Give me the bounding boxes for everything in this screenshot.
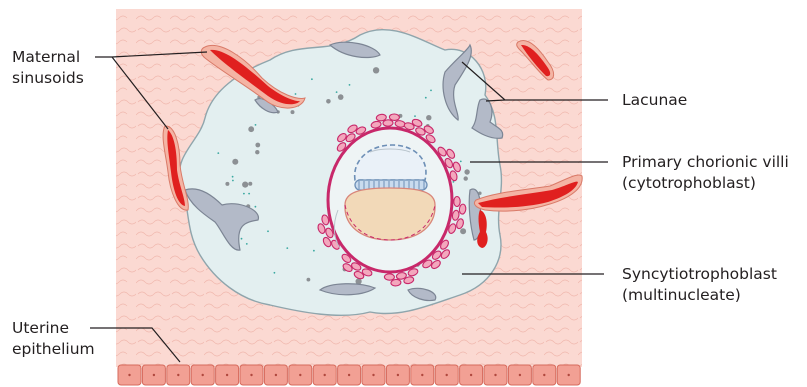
epithelial-nucleus [128,374,130,376]
epithelial-nucleus [519,374,521,376]
syncytio-granule [336,91,338,93]
epithelial-nucleus [543,374,545,376]
syncytio-granule [311,78,313,80]
syncytio-granule [217,152,219,154]
syncytio-granule [349,84,351,86]
label-maternal-sinusoids: Maternal sinusoids [12,48,85,87]
villus-cell [384,274,394,281]
epithelial-nucleus [372,374,374,376]
syncytio-granule [295,93,297,95]
epithelial-nucleus [299,374,301,376]
syncytio-granule [246,243,248,245]
syncytio-granule [286,247,288,249]
uterine-epithelium [118,365,580,385]
syncytio-nucleus [248,126,254,132]
label-syncytio-line2: (multinucleate) [622,286,741,304]
label-villi-line2: (cytotrophoblast) [622,174,756,192]
epithelial-nucleus [568,374,570,376]
epithelial-nucleus [470,374,472,376]
epithelial-nucleus [494,374,496,376]
epithelial-nucleus [446,374,448,376]
label-villi-line1: Primary chorionic villi [622,153,789,171]
epithelial-nucleus [226,374,228,376]
label-syncytio-line1: Syncytiotrophoblast [622,265,777,283]
epithelial-nucleus [348,374,350,376]
syncytio-nucleus [338,94,344,100]
syncytio-granule [232,180,234,182]
syncytio-nucleus [225,182,229,186]
epithelial-nucleus [421,374,423,376]
epithelial-nucleus [324,374,326,376]
syncytio-granule [425,97,427,99]
label-lacunae: Lacunae [622,91,687,109]
syncytio-granule [453,181,455,183]
syncytio-granule [460,161,462,163]
villus-cell [389,114,399,121]
syncytio-nucleus [255,150,259,154]
syncytio-granule [241,238,243,240]
syncytio-nucleus [291,110,295,114]
syncytio-granule [248,193,250,195]
syncytio-nucleus [248,182,252,186]
syncytio-nucleus [460,228,466,234]
syncytio-granule [313,250,315,252]
syncytio-nucleus [464,169,469,174]
syncytio-granule [255,206,257,208]
label-maternal-sinusoids-line1: Maternal [12,48,80,66]
syncytio-granule [255,124,257,126]
syncytio-nucleus [255,143,260,148]
label-uterine-epithelium: Uterine epithelium [12,319,95,358]
syncytio-nucleus [426,115,431,120]
epithelial-nucleus [177,374,179,376]
villus-cell [383,120,393,127]
syncytio-granule [274,272,276,274]
syncytio-nucleus [326,99,331,104]
syncytio-nucleus [464,176,468,180]
syncytio-granule [267,230,269,232]
syncytio-granule [430,90,432,92]
syncytio-granule [414,115,416,117]
syncytio-nucleus [373,67,379,73]
epithelial-nucleus [397,374,399,376]
label-maternal-sinusoids-line2: sinusoids [12,69,84,87]
label-primary-chorionic-villi: Primary chorionic villi (cytotrophoblast… [622,153,794,192]
syncytio-nucleus [232,159,238,165]
syncytio-nucleus [242,182,248,188]
syncytio-granule [232,176,234,178]
label-epithelium-line2: epithelium [12,340,95,358]
villus-cell [454,196,461,206]
hypoblast [345,188,435,240]
label-epithelium-line1: Uterine [12,319,69,337]
syncytio-granule [243,193,245,195]
syncytio-nucleus [307,278,311,282]
label-syncytiotrophoblast: Syncytiotrophoblast (multinucleate) [622,265,782,304]
epithelial-nucleus [202,374,204,376]
epithelial-nucleus [250,374,252,376]
epithelial-nucleus [275,374,277,376]
epithelial-nucleus [153,374,155,376]
